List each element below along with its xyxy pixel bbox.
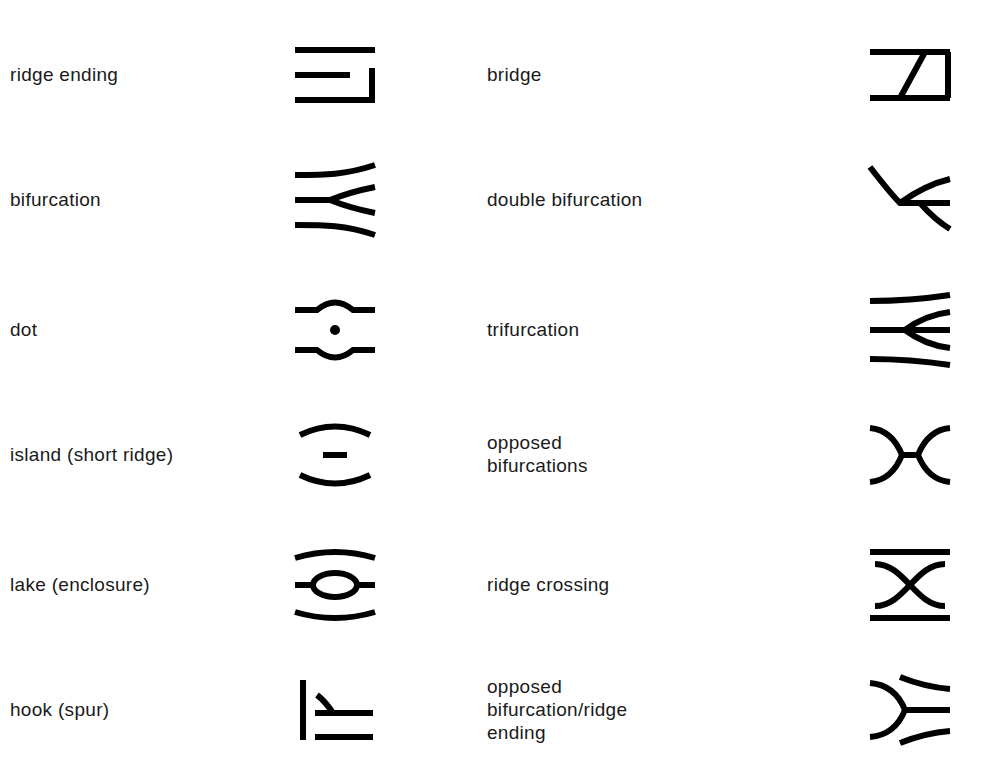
opposed-bifurcations-figure [870,428,950,482]
lake-figure [295,552,375,618]
minutia-label: bifurcation [10,189,101,212]
trifurcation-figure [870,295,950,365]
minutia-label: bridge [487,64,542,87]
double-bifurcation-figure [870,167,950,229]
minutia-label: ridge crossing [487,574,609,597]
hook-figure [303,680,373,740]
bridge-figure [870,52,950,98]
minutia-label: ridge ending [10,64,118,87]
minutia-label: opposed bifurcations [487,432,647,478]
ridge-ending-figure [295,50,375,103]
ridge-crossing-figure [870,552,950,618]
minutia-label: dot [10,319,37,342]
minutia-label: double bifurcation [487,189,642,212]
minutia-label: island (short ridge) [10,444,173,467]
minutia-label: lake (enclosure) [10,574,150,597]
island-figure [300,427,370,484]
dot-figure [295,303,375,358]
opposed-bifurcation-ridge-ending-figure [870,677,950,743]
minutia-label: trifurcation [487,319,579,342]
minutia-label: hook (spur) [10,699,109,722]
minutia-label: opposed bifurcation/ridge ending [487,676,647,744]
bifurcation-figure [295,165,375,235]
